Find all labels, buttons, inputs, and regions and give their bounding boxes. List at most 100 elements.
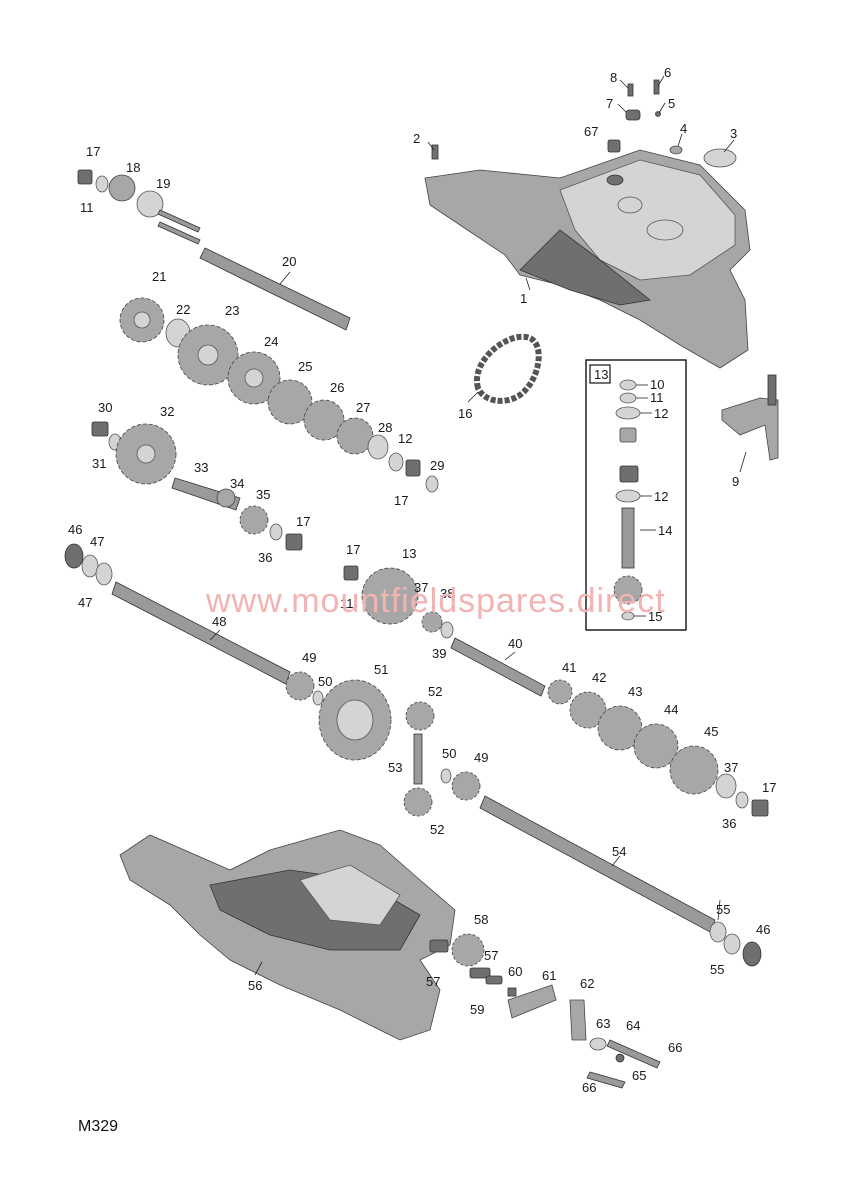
callout-46: 46 [68, 522, 82, 537]
callout-3: 3 [730, 126, 737, 141]
callout-50b: 50 [442, 746, 456, 761]
callout-30: 30 [98, 400, 112, 415]
callout-34: 34 [230, 476, 244, 491]
long-shafts [111, 581, 716, 933]
callout-49: 49 [302, 650, 316, 665]
callout-17: 17 [86, 144, 100, 159]
left-washers [64, 543, 113, 586]
callout-52: 52 [428, 684, 442, 699]
differential-group [285, 565, 481, 817]
callout-37: 37 [414, 580, 428, 595]
callout-13: 13 [402, 546, 416, 561]
callout-24: 24 [264, 334, 278, 349]
callout-25: 25 [298, 359, 312, 374]
gear-row-lower [547, 679, 769, 817]
lower-housing [119, 829, 456, 1041]
callout-17d: 17 [762, 780, 776, 795]
callout-11: 11 [650, 390, 664, 405]
top-small-parts [431, 79, 737, 168]
callout-59: 59 [470, 1002, 484, 1017]
callout-6: 6 [664, 65, 671, 80]
callout-36: 36 [258, 550, 272, 565]
callout-1: 1 [520, 291, 527, 306]
callout-labels: 1 2 3 4 5 6 7 8 9 10 11 12 12 14 15 16 1… [68, 65, 776, 1095]
callout-2: 2 [413, 131, 420, 146]
callout-46b: 46 [756, 922, 770, 937]
callout-4: 4 [680, 121, 687, 136]
callout-20: 20 [282, 254, 296, 269]
callout-26: 26 [330, 380, 344, 395]
callout-32: 32 [160, 404, 174, 419]
callout-55b: 55 [710, 962, 724, 977]
chain [473, 333, 542, 404]
leader-lines [209, 75, 747, 976]
callout-18: 18 [126, 160, 140, 175]
callout-55: 55 [716, 902, 730, 917]
callout-37b: 37 [724, 760, 738, 775]
callout-16: 16 [458, 406, 472, 421]
callout-51: 51 [374, 662, 388, 677]
callout-48: 48 [212, 614, 226, 629]
callout-58: 58 [474, 912, 488, 927]
callout-27: 27 [356, 400, 370, 415]
callout-11b: 11 [340, 596, 354, 611]
callout-33: 33 [194, 460, 208, 475]
callout-40: 40 [508, 636, 522, 651]
callout-42: 42 [592, 670, 606, 685]
callout-29: 29 [430, 458, 444, 473]
callout-54: 54 [612, 844, 626, 859]
callout-17a: 17 [394, 493, 408, 508]
callout-67: 67 [584, 124, 598, 139]
callout-5: 5 [668, 96, 675, 111]
callout-15: 15 [648, 609, 662, 624]
callout-8: 8 [610, 70, 617, 85]
callout-23: 23 [225, 303, 239, 318]
callout-56: 56 [248, 978, 262, 993]
callout-38: 38 [440, 586, 454, 601]
callout-12a: 12 [398, 431, 412, 446]
callout-52b: 52 [430, 822, 444, 837]
callout-19: 19 [156, 176, 170, 191]
callout-36b: 36 [722, 816, 736, 831]
callout-28: 28 [378, 420, 392, 435]
callout-65: 65 [632, 1068, 646, 1083]
callout-12b: 12 [654, 489, 668, 504]
inset-label: 13 [594, 367, 608, 382]
callout-17c: 17 [346, 542, 360, 557]
upper-housing [424, 149, 751, 369]
gear-row-upper [119, 297, 439, 493]
callout-10: 10 [650, 377, 664, 392]
callout-11a: 11 [80, 200, 94, 215]
right-washers [709, 921, 762, 967]
gear-row-middle [91, 421, 303, 551]
callout-61: 61 [542, 968, 556, 983]
inset-box: 13 [585, 359, 687, 631]
callout-53: 53 [388, 760, 402, 775]
lower-small-parts [429, 933, 661, 1089]
callout-63: 63 [596, 1016, 610, 1031]
callout-49b: 49 [474, 750, 488, 765]
callout-12: 12 [654, 406, 668, 421]
watermark: www.mountfieldspares.direct [205, 582, 666, 620]
callout-9: 9 [732, 474, 739, 489]
upper-shaft-group [77, 169, 351, 331]
callout-31: 31 [92, 456, 106, 471]
callout-43: 43 [628, 684, 642, 699]
shift-arm [721, 374, 779, 461]
callout-45: 45 [704, 724, 718, 739]
callout-62: 62 [580, 976, 594, 991]
callout-17b: 17 [296, 514, 310, 529]
callout-64: 64 [626, 1018, 640, 1033]
callout-57b: 57 [484, 948, 498, 963]
callout-35: 35 [256, 487, 270, 502]
callout-22: 22 [176, 302, 190, 317]
callout-60: 60 [508, 964, 522, 979]
callout-21: 21 [152, 269, 166, 284]
callout-66: 66 [668, 1040, 682, 1055]
callout-14: 14 [658, 523, 672, 538]
callout-47b: 47 [78, 595, 92, 610]
callout-41: 41 [562, 660, 576, 675]
callout-44: 44 [664, 702, 678, 717]
callout-50: 50 [318, 674, 332, 689]
